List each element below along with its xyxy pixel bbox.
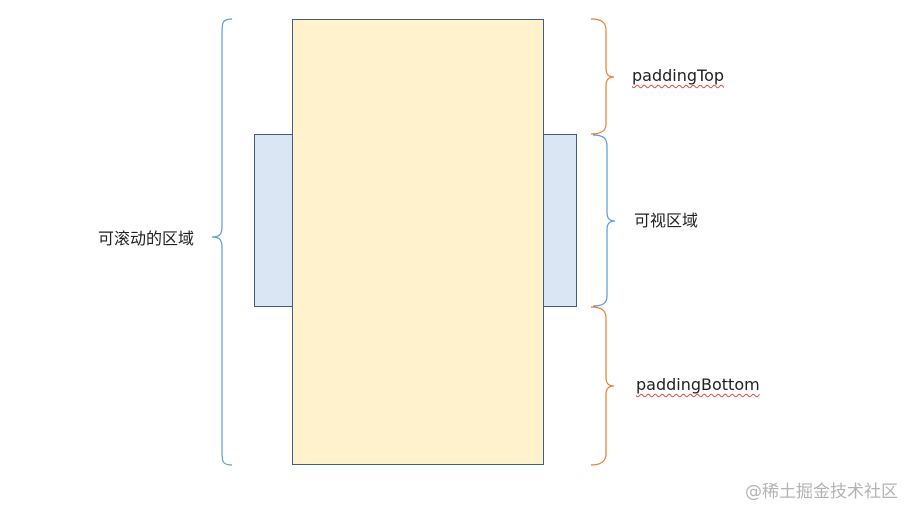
visible-area-label: 可视区域 xyxy=(634,211,699,230)
scrollable-box xyxy=(292,19,544,465)
padding-bottom-label: paddingBottom xyxy=(636,375,760,394)
scrollable-area-brace xyxy=(211,18,233,466)
watermark: @稀土掘金技术社区 xyxy=(745,482,898,502)
padding-top-label: paddingTop xyxy=(632,66,725,85)
scrollable-area-label: 可滚动的区域 xyxy=(98,229,195,248)
visible-area-brace xyxy=(592,134,616,307)
padding-bottom-brace xyxy=(590,306,615,466)
padding-top-brace xyxy=(590,18,615,135)
